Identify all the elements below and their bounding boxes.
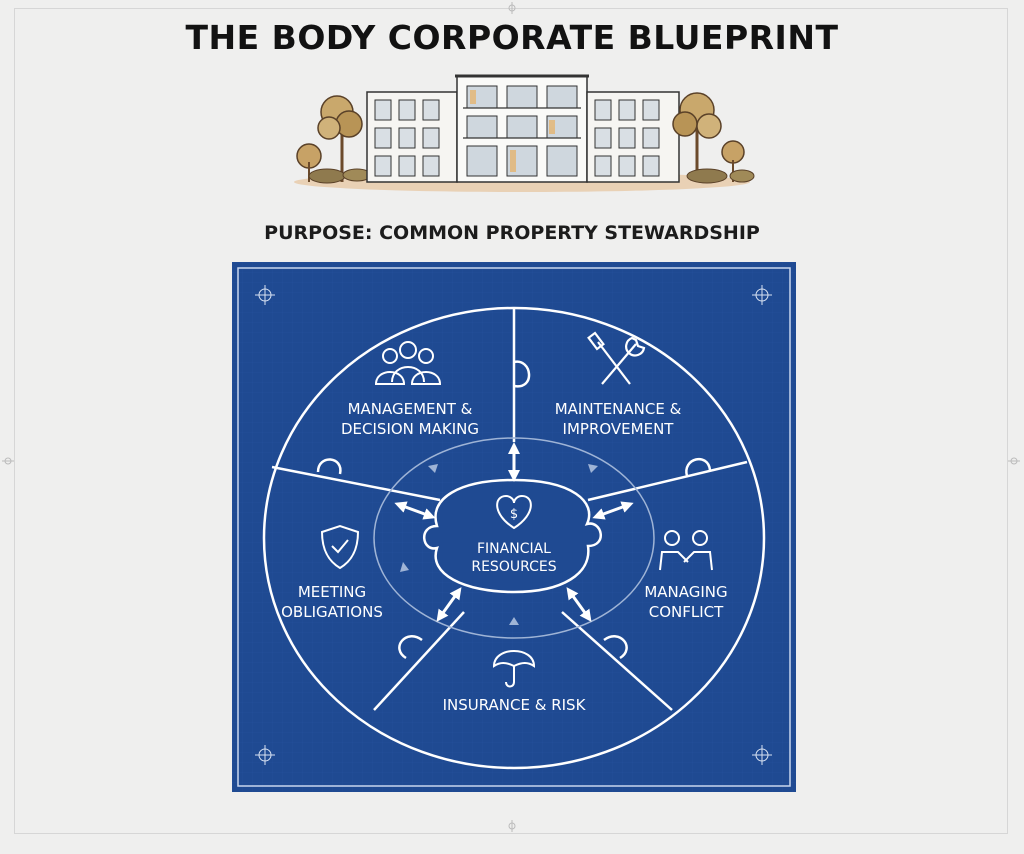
flow-ring xyxy=(373,437,655,639)
registration-mark-bottom xyxy=(508,820,516,832)
registration-mark-left xyxy=(2,457,14,465)
registration-mark-top xyxy=(508,2,516,14)
dollar-glyph: $ xyxy=(510,507,518,522)
segment-maintenance-line2: IMPROVEMENT xyxy=(563,420,675,438)
segment-insurance-line1: INSURANCE & RISK xyxy=(443,696,587,714)
heart-dollar-icon xyxy=(496,494,532,530)
crosshair-icons xyxy=(255,285,772,765)
center-label-line2: RESOURCES xyxy=(471,559,556,575)
group-people-icon xyxy=(374,341,442,385)
blueprint-diagram: $ FINANCIAL RESOURCES MANAGEMENT & DECIS… xyxy=(232,262,796,792)
purpose-statement: PURPOSE: COMMON PROPERTY STEWARDSHIP xyxy=(264,222,760,244)
center-piece xyxy=(423,478,602,594)
apartment-building-illustration xyxy=(294,74,755,192)
center-label-line1: FINANCIAL xyxy=(477,541,551,557)
page-title: THE BODY CORPORATE BLUEPRINT xyxy=(185,18,839,57)
umbrella-icon xyxy=(492,650,536,688)
connection-arrows xyxy=(394,442,634,622)
segment-obligations-line1: MEETING xyxy=(298,583,366,601)
puzzle-ring xyxy=(262,306,766,770)
segment-maintenance-line1: MAINTENANCE & xyxy=(555,400,682,418)
segment-obligations-line2: OBLIGATIONS xyxy=(281,603,383,621)
segment-conflict-line1: MANAGING xyxy=(644,583,727,601)
segment-management-line1: MANAGEMENT & xyxy=(348,400,473,418)
tree-right-icon xyxy=(672,92,755,184)
page-frame xyxy=(14,8,1008,834)
wrench-screwdriver-icon xyxy=(587,331,646,385)
registration-mark-right xyxy=(1008,457,1020,465)
handshake-icon xyxy=(659,530,713,571)
tree-left-icon xyxy=(296,95,372,184)
segment-conflict-line2: CONFLICT xyxy=(649,603,724,621)
shield-check-icon xyxy=(320,524,360,570)
segment-management-line2: DECISION MAKING xyxy=(341,420,479,438)
